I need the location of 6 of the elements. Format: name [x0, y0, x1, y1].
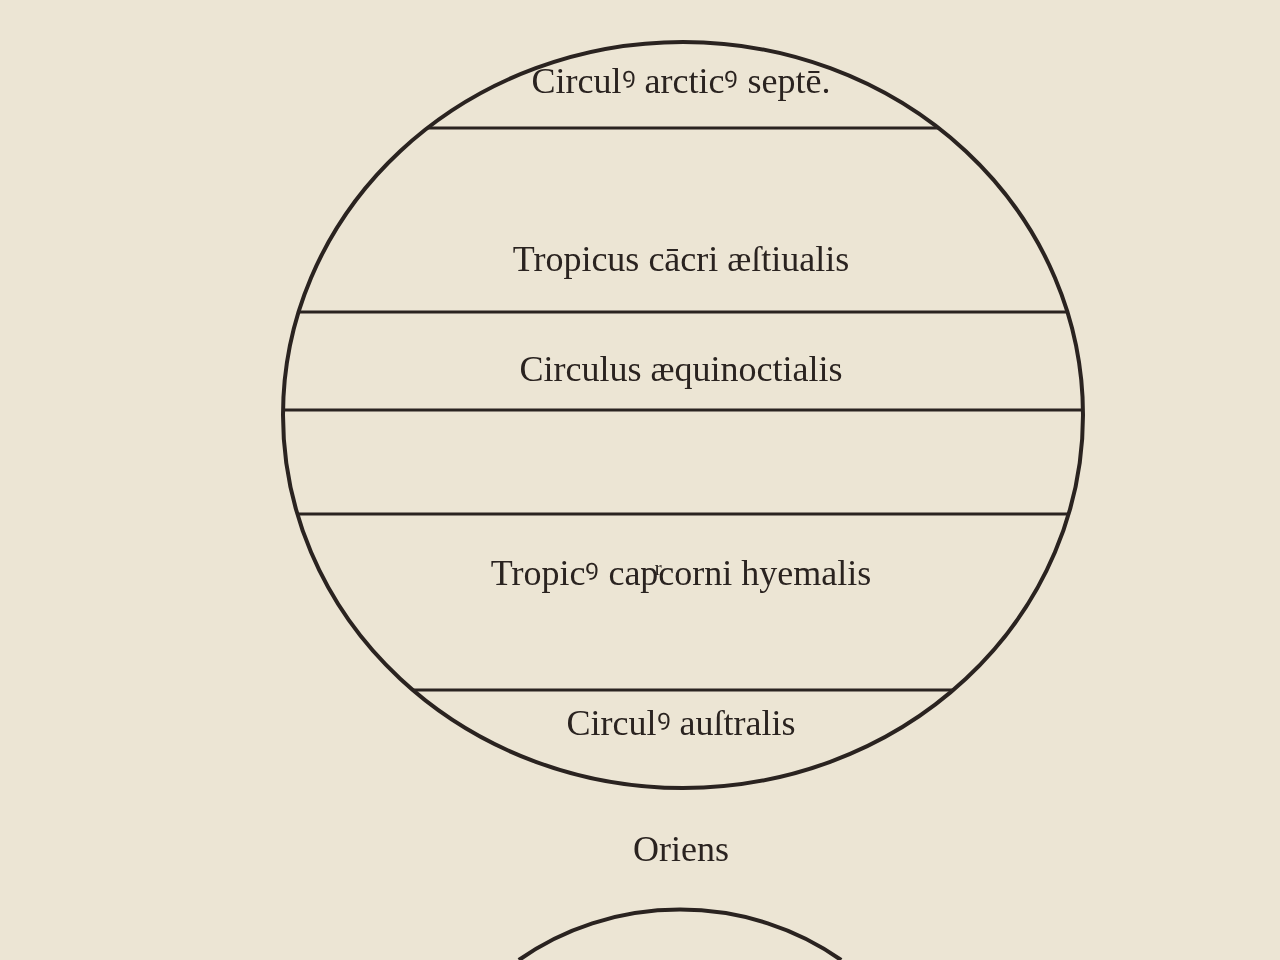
circle-label: Tropicus cācri æſtiualis [512, 240, 850, 280]
circle-label: Circulus æquinoctialis [519, 350, 843, 390]
circle-label: Tropicꝰ capͬcorni hyemalis [490, 554, 872, 594]
circle-label: Circulꝰ arcticꝰ septē. [531, 62, 831, 102]
circle-label: Circulꝰ auſtralis [566, 704, 796, 744]
direction-label: Oriens [633, 830, 729, 870]
